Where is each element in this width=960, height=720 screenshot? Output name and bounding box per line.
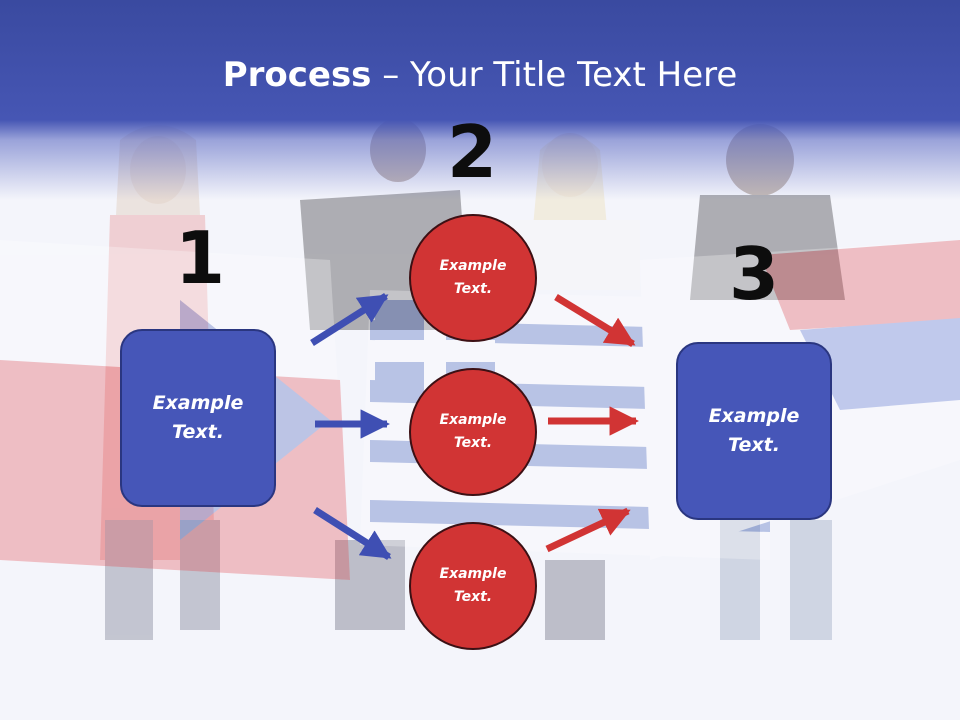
right-box-line1: Example (708, 405, 800, 427)
slide-title: Process – Your Title Text Here (0, 52, 960, 98)
circle-top-line1: Example (439, 258, 507, 274)
step-number-2: 2 (446, 110, 498, 194)
title-rest: – Your Title Text Here (371, 55, 738, 95)
title-bold: Process (222, 55, 372, 95)
circle-bottom-line2: Text. (453, 589, 493, 605)
circle-top-line2: Text. (453, 281, 493, 297)
left-box-line2: Text. (172, 421, 224, 443)
circle-middle: Example Text. (409, 368, 537, 496)
step-number-1: 1 (174, 216, 226, 300)
step-number-3: 3 (728, 232, 780, 316)
right-box: Example Text. (676, 342, 832, 520)
right-box-line2: Text. (728, 434, 780, 456)
circle-bottom-line1: Example (439, 566, 507, 582)
circle-top: Example Text. (409, 214, 537, 342)
circle-middle-line1: Example (439, 412, 507, 428)
circle-middle-line2: Text. (453, 435, 493, 451)
header-band (0, 0, 960, 200)
left-box: Example Text. (120, 329, 276, 507)
circle-bottom: Example Text. (409, 522, 537, 650)
left-box-line1: Example (152, 392, 244, 414)
